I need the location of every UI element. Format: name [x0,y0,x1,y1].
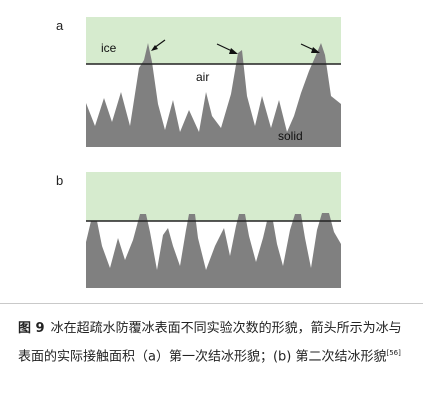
panel-a-ice-layer [86,17,341,64]
panel-a-solid-surface [86,43,341,147]
panel-b-letter: b [56,173,63,188]
panel-b: b [56,172,341,288]
citation-ref: [56] [386,349,401,357]
panel-a: a ice air solid [56,17,341,147]
contact-arrow-icon [216,43,238,54]
panel-a-ice-label: ice [101,41,117,55]
caption-text: 冰在超疏水防覆冰表面不同实验次数的形貌，箭头所示为冰与表面的实际接触面积（a）第… [18,321,402,365]
panel-a-letter: a [56,18,64,33]
panel-b-solid-surface [86,213,341,288]
panel-a-air-label: air [196,70,209,84]
figure-number: 图 9 [18,321,45,336]
caption-divider [0,303,423,304]
panel-b-ice-layer [86,172,341,221]
contact-arrow-icon [151,39,166,51]
contact-arrow-icon [300,43,320,53]
panel-a-solid-label: solid [278,129,303,143]
